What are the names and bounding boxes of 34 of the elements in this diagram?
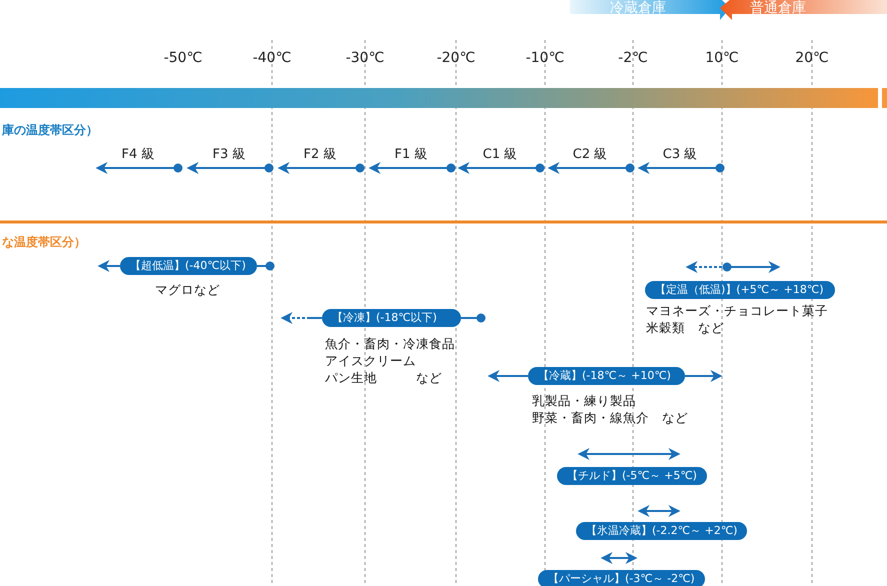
example-text: 魚介・畜肉・冷凍食品 (325, 335, 455, 352)
grade-label: C2 級 (572, 146, 608, 163)
grade-label: F3 級 (212, 146, 246, 163)
temperature-label: -50℃ (164, 50, 202, 66)
banner-label: 冷蔵倉庫 (610, 0, 666, 18)
example-text: マヨネーズ・チョコレート菓子 (646, 302, 828, 319)
range-label: 【パーシャル】(-3℃～ -2℃) (538, 570, 705, 586)
range-label: 【定温（低温)】(+5℃～ +18℃) (645, 281, 835, 299)
temperature-label: -10℃ (526, 50, 564, 66)
grade-label: C1 級 (482, 146, 518, 163)
example-text: マグロなど (155, 281, 220, 298)
section-heading: な温度帯区分） (2, 234, 86, 251)
range-label: 【冷凍】(-18℃以下) (322, 309, 461, 327)
range-label: 【冷蔵】(-18℃～ +10℃) (528, 367, 685, 385)
section-heading: 庫の温度帯区分） (2, 122, 98, 139)
example-text: 乳製品・練り製品 (532, 392, 636, 409)
temperature-label: -40℃ (252, 50, 292, 66)
example-text: アイスクリーム (325, 352, 416, 369)
range-label: 【超低温】(-40℃以下) (120, 257, 257, 275)
grade-label: F4 級 (122, 146, 154, 163)
temperature-label: -20℃ (436, 50, 476, 66)
grade-label: F1 級 (394, 146, 428, 163)
grade-label: F2 級 (304, 146, 336, 163)
example-text: パン生地 など (325, 369, 442, 386)
temperature-label: -30℃ (346, 50, 384, 66)
example-text: 米穀類 など (646, 319, 724, 336)
range-label: 【チルド】(-5℃～ +5℃) (557, 467, 707, 485)
grade-label: C3 級 (662, 146, 698, 163)
banner-label: 普通倉庫 (750, 0, 806, 18)
temperature-label: 20℃ (795, 50, 829, 66)
temperature-label: 10℃ (705, 50, 739, 66)
range-label: 【氷温冷蔵】(-2.2℃～ +2℃) (576, 522, 748, 540)
temperature-label: -2℃ (618, 50, 648, 66)
example-text: 野菜・畜肉・線魚介 など (532, 409, 688, 426)
